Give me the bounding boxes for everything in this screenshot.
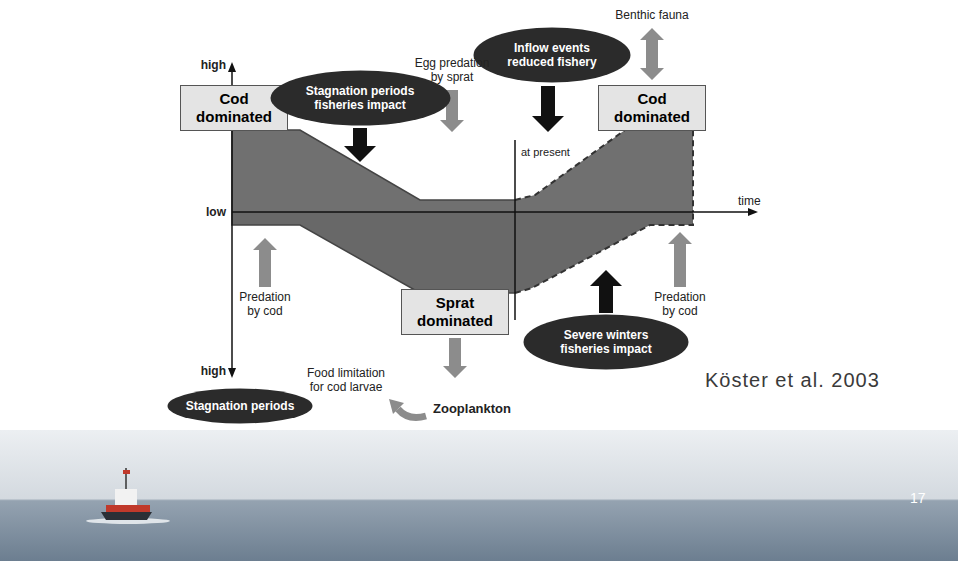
time-axis: [232, 211, 750, 213]
sprat-band: [232, 212, 693, 293]
horizon: [0, 500, 958, 501]
process-label: Predation by cod: [647, 290, 713, 319]
present-line: [514, 140, 516, 320]
text-block: Sprat dominated: [409, 294, 501, 330]
ship-band: [106, 505, 150, 512]
axis-label: high: [201, 364, 226, 378]
driver-ellipse: Stagnation periods fisheries impact: [270, 70, 451, 126]
driver-text: Stagnation periods: [186, 399, 295, 413]
text-block: Cod dominated: [606, 90, 698, 126]
driver-arrow: [344, 128, 376, 162]
process-label: Egg predation by sprat: [409, 56, 495, 85]
ellipse-shape: [168, 389, 313, 424]
photo-sky: [0, 430, 958, 500]
axis-arrowhead: [748, 208, 758, 216]
cod-band-forecast: [515, 130, 693, 212]
ship-bridge: [115, 489, 137, 505]
state-box: Sprat dominated: [401, 289, 509, 335]
driver-text: Inflow events reduced fishery: [496, 41, 608, 70]
process-arrow: [443, 338, 467, 378]
driver-ellipse: Stagnation periods: [167, 388, 313, 424]
curved-arrowhead: [389, 399, 404, 414]
page-number: 17: [910, 490, 926, 507]
driver-text: Stagnation periods fisheries impact: [295, 84, 425, 113]
ellipse-shape: [270, 71, 450, 126]
axis-arrowhead: [228, 368, 236, 378]
cod-band: [232, 130, 693, 212]
text-block: Stagnation periods fisheries impact: [295, 84, 425, 113]
text-block: Inflow events reduced fishery: [496, 41, 608, 70]
state-box: Cod dominated: [180, 85, 288, 131]
axis-label: high: [201, 58, 226, 72]
ellipse-shape: [474, 28, 631, 83]
process-label: Food limitation for cod larvae: [299, 366, 393, 395]
axis-label: low: [206, 205, 226, 219]
ellipse-shape: [524, 315, 689, 370]
driver-ellipse: Inflow events reduced fishery: [473, 27, 631, 83]
photo-sea: [0, 500, 958, 561]
state-box: Cod dominated: [598, 85, 706, 131]
state-name: Cod dominated: [606, 90, 698, 126]
sprat-band-outline: [232, 212, 515, 293]
double-arrow: [640, 28, 664, 80]
group-label: Zooplankton: [433, 401, 511, 417]
text-block: Stagnation periods: [186, 399, 295, 413]
text-block: Cod dominated: [188, 90, 280, 126]
curved-arrow: [398, 409, 426, 417]
marker-label: at present: [519, 146, 572, 159]
ship-hull: [101, 512, 152, 520]
ship-mast-top: [123, 470, 130, 474]
driver-text: Severe winters fisheries impact: [547, 328, 665, 357]
driver-arrow: [590, 270, 622, 313]
process-arrow: [253, 238, 277, 287]
state-name: Sprat dominated: [409, 294, 501, 330]
axis-label: time: [738, 194, 761, 208]
text-block: Severe winters fisheries impact: [547, 328, 665, 357]
process-label: Benthic fauna: [615, 8, 688, 22]
process-label: Predation by cod: [232, 290, 298, 319]
driver-arrow: [532, 86, 564, 132]
citation: Köster et al. 2003: [705, 368, 880, 392]
cod-band-outline: [232, 130, 515, 212]
axis-arrowhead: [228, 62, 236, 72]
state-name: Cod dominated: [188, 90, 280, 126]
process-arrow: [668, 232, 692, 287]
driver-ellipse: Severe winters fisheries impact: [523, 314, 689, 370]
